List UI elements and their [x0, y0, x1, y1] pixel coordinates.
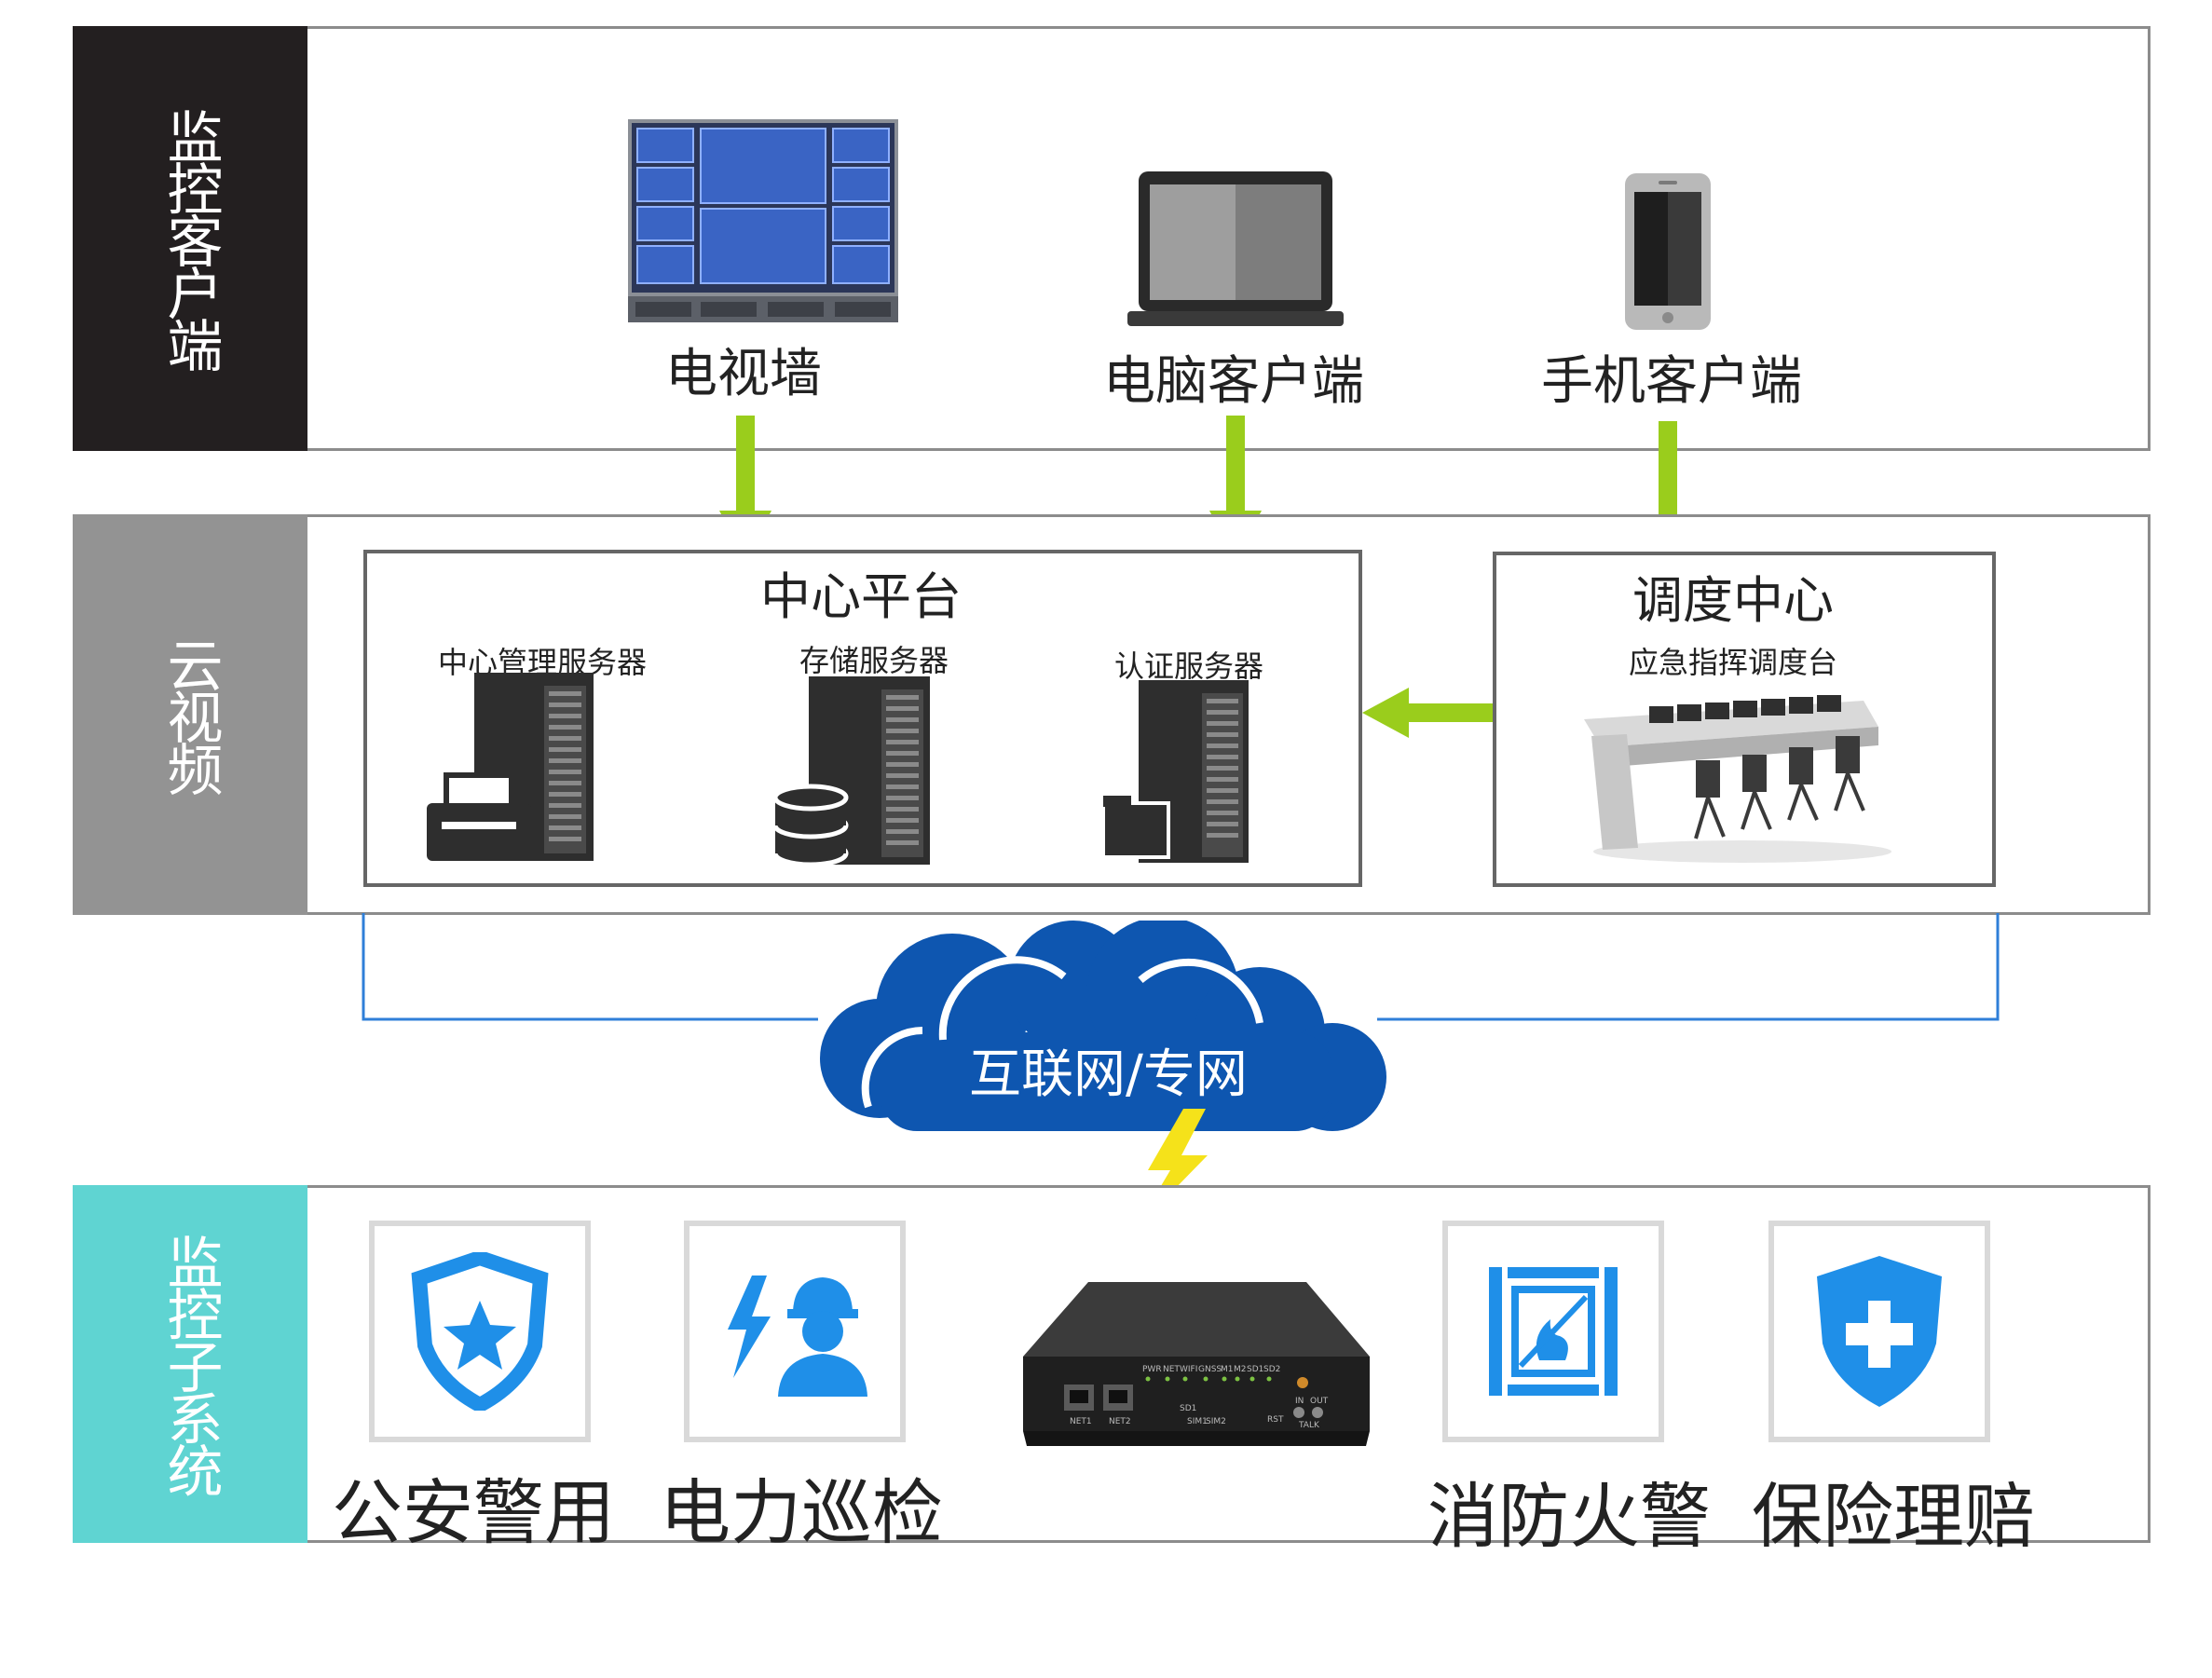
svg-text:TALK: TALK: [1298, 1421, 1320, 1430]
subsystem-label-police: 公安警用: [332, 1471, 615, 1554]
laptop-icon: [1127, 171, 1344, 330]
svg-text:M1: M1: [1221, 1365, 1234, 1374]
subsystem-tier-label-block: 监控子系统: [73, 1185, 307, 1543]
cloud-icon: [794, 921, 1409, 1135]
power-worker-icon: [728, 1276, 867, 1397]
dispatch-center-title: 调度中心: [1632, 571, 1834, 630]
subsystem-label-power: 电力巡检: [660, 1471, 943, 1554]
network-label: 互联网/专网: [969, 1044, 1248, 1105]
svg-text:IN: IN: [1295, 1397, 1304, 1406]
network-link-lines: [362, 913, 2000, 1021]
client-label-video-wall: 电视墙: [665, 344, 822, 404]
svg-text:WIFI: WIFI: [1180, 1365, 1197, 1374]
server-label-auth: 认证服务器: [1114, 648, 1264, 684]
command-console-icon: [1584, 680, 1891, 863]
subsystem-tile-police[interactable]: [369, 1221, 591, 1442]
svg-text:SIM2: SIM2: [1206, 1417, 1226, 1426]
svg-text:SIM1: SIM1: [1187, 1417, 1208, 1426]
server-printer-icon: [423, 673, 600, 861]
video-wall-icon: [628, 119, 898, 322]
smartphone-icon: [1625, 173, 1711, 330]
subsystem-tile-insurance[interactable]: [1768, 1221, 1990, 1442]
svg-text:RST: RST: [1267, 1415, 1284, 1425]
client-tier-label: 监控客户端: [157, 108, 223, 369]
subsystem-tile-power[interactable]: [684, 1221, 906, 1442]
server-database-icon: [771, 676, 935, 865]
cloud-tier-label-block: 云视频: [73, 514, 307, 915]
cloud-tier-label: 云视频: [157, 636, 223, 793]
svg-text:SD1: SD1: [1180, 1404, 1196, 1413]
svg-text:SD1: SD1: [1247, 1365, 1263, 1374]
svg-text:NET1: NET1: [1070, 1417, 1092, 1426]
fire-alarm-icon: [1489, 1267, 1618, 1396]
svg-text:PWR: PWR: [1142, 1365, 1162, 1374]
subsystem-label-fire: 消防火警: [1427, 1475, 1711, 1558]
insurance-shield-plus-icon: [1817, 1256, 1942, 1407]
subsystem-tier-label: 监控子系统: [157, 1234, 223, 1494]
client-tier-band: [73, 26, 2151, 451]
svg-text:OUT: OUT: [1310, 1397, 1329, 1406]
police-shield-star-icon: [411, 1252, 549, 1411]
svg-text:M2: M2: [1234, 1365, 1247, 1374]
server-folder-icon: [1099, 680, 1254, 863]
server-label-storage: 存储服务器: [799, 643, 949, 678]
dispatch-center-subtitle: 应急指挥调度台: [1629, 645, 1838, 680]
subsystem-tile-fire[interactable]: [1442, 1221, 1664, 1442]
center-platform-title: 中心平台: [760, 567, 962, 626]
svg-text:SD2: SD2: [1263, 1365, 1280, 1374]
arrow-dispatch-to-platform: [1362, 688, 1493, 738]
svg-text:NET2: NET2: [1109, 1417, 1131, 1426]
svg-text:NET: NET: [1163, 1365, 1180, 1374]
client-label-laptop: 电脑客户端: [1103, 351, 1364, 412]
client-tier-label-block: 监控客户端: [73, 26, 307, 451]
client-label-phone: 手机客户端: [1541, 351, 1802, 412]
subsystem-label-insurance: 保险理赔: [1752, 1475, 2035, 1558]
svg-text:GNSS: GNSS: [1198, 1365, 1222, 1374]
